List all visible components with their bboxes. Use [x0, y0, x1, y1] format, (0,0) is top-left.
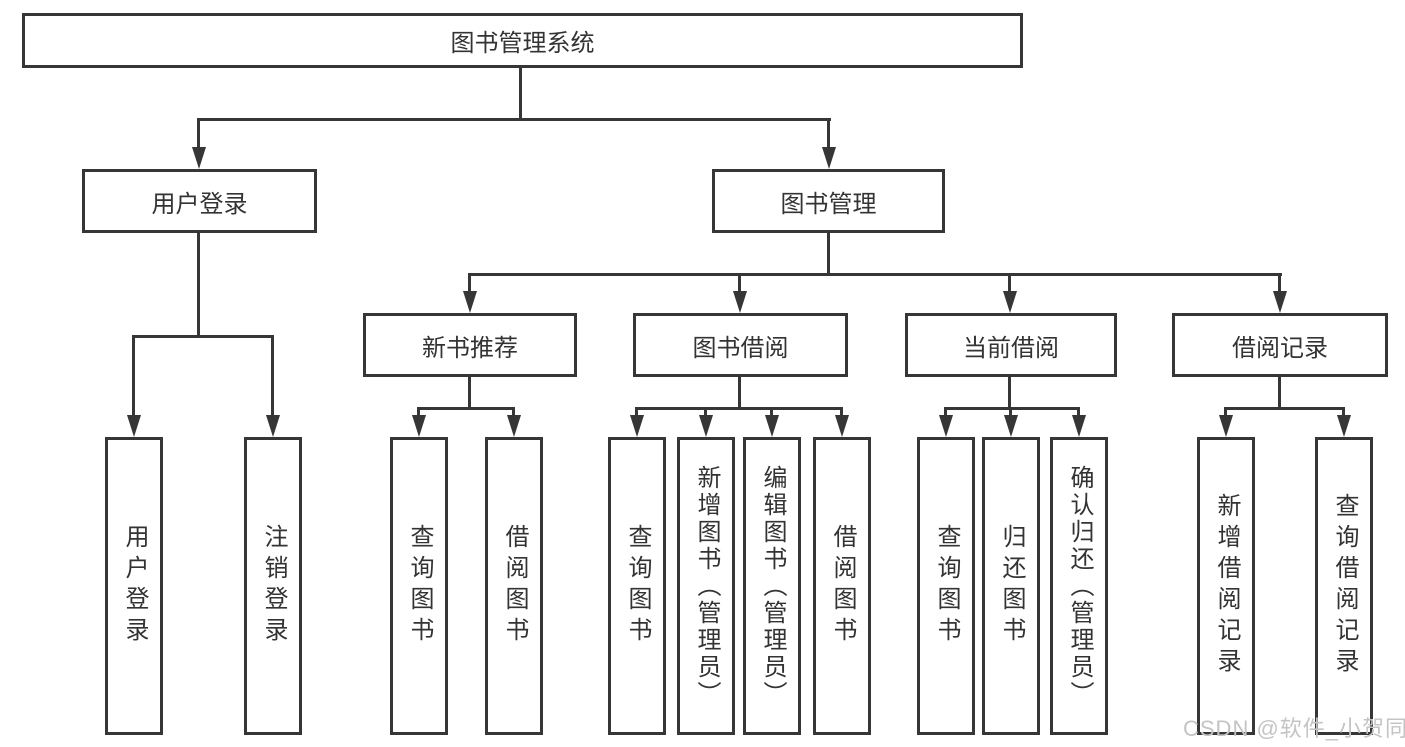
leaf-return-books-label: 归还图书	[998, 524, 1025, 648]
connector-borrow-records-stub	[1278, 377, 1281, 407]
leaf-borrow-books-1-label: 借阅图书	[501, 524, 528, 648]
node-book-management: 图书管理	[712, 169, 945, 233]
arrow-down-icon	[630, 415, 644, 437]
connector-book-borrow-stub	[738, 377, 741, 407]
arrow-down-icon	[733, 291, 747, 313]
leaf-return-books: 归还图书	[982, 437, 1040, 735]
node-book-borrow: 图书借阅	[633, 313, 848, 377]
leaf-borrow-books-2: 借阅图书	[813, 437, 871, 735]
node-current-borrow-label: 当前借阅	[963, 334, 1059, 362]
leaf-confirm-return-admin: 确认归还（管理员）	[1050, 437, 1108, 735]
arrow-down-icon	[699, 415, 713, 437]
connector-current-borrow-rail	[944, 407, 1080, 410]
connector-drop-level3	[1008, 273, 1011, 293]
node-new-book-recommend-label: 新书推荐	[422, 334, 518, 362]
connector-drop-level3	[1278, 273, 1281, 293]
connector-user-login-rail	[132, 335, 274, 338]
node-book-management-label: 图书管理	[780, 190, 877, 218]
connector-drop-leaf	[944, 407, 947, 417]
leaf-add-borrow-record-label: 新增借阅记录	[1213, 493, 1240, 679]
connector-drop-leaf	[271, 335, 274, 417]
csdn-watermark: CSDN @软件_小贺同学	[1183, 716, 1405, 741]
connector-drop-leaf	[417, 407, 420, 417]
connector-drop-leaf	[512, 407, 515, 417]
arrow-down-icon	[1004, 415, 1018, 437]
arrow-down-icon	[1003, 291, 1017, 313]
arrow-down-icon	[1337, 415, 1351, 437]
connector-book-management-stub	[827, 233, 830, 273]
connector-drop-leaf	[1009, 407, 1012, 417]
leaf-confirm-return-admin-label: 确认归还（管理员）	[1066, 464, 1093, 708]
leaf-query-books-1-label: 查询图书	[406, 524, 433, 648]
arrow-down-icon	[765, 415, 779, 437]
leaf-edit-books-admin-label: 编辑图书（管理员）	[759, 464, 786, 708]
node-user-login-label: 用户登录	[151, 190, 248, 218]
leaf-borrow-books-2-label: 借阅图书	[829, 524, 856, 648]
connector-drop-level3	[468, 273, 471, 293]
arrow-down-icon	[1219, 415, 1233, 437]
arrow-down-icon	[192, 147, 206, 169]
connector-drop-user-login	[197, 118, 200, 150]
connector-drop-leaf	[1342, 407, 1345, 417]
leaf-query-books-3-label: 查询图书	[933, 524, 960, 648]
connector-current-borrow-stub	[1008, 377, 1011, 407]
connector-new-book-rail	[417, 407, 515, 410]
arrow-down-icon	[127, 415, 141, 437]
node-user-login: 用户登录	[82, 169, 317, 233]
connector-drop-leaf	[1224, 407, 1227, 417]
node-borrow-records-label: 借阅记录	[1232, 334, 1328, 362]
connector-drop-level3	[738, 273, 741, 293]
connector-drop-leaf	[770, 407, 773, 417]
leaf-borrow-books-1: 借阅图书	[485, 437, 543, 735]
leaf-logout-label: 注销登录	[260, 524, 287, 648]
leaf-add-borrow-record: 新增借阅记录	[1197, 437, 1255, 735]
arrow-down-icon	[822, 147, 836, 169]
connector-user-login-stub	[197, 233, 200, 335]
arrow-down-icon	[835, 415, 849, 437]
node-book-borrow-label: 图书借阅	[692, 334, 789, 362]
arrow-down-icon	[266, 415, 280, 437]
connector-borrow-records-rail	[1224, 407, 1344, 410]
connector-drop-leaf	[635, 407, 638, 417]
connector-new-book-stub	[468, 377, 471, 407]
node-new-book-recommend: 新书推荐	[363, 313, 577, 377]
leaf-add-books-admin: 新增图书（管理员）	[677, 437, 735, 735]
leaf-logout: 注销登录	[244, 437, 302, 735]
leaf-user-login-label: 用户登录	[121, 524, 148, 648]
leaf-add-books-admin-label: 新增图书（管理员）	[693, 464, 720, 708]
node-current-borrow: 当前借阅	[905, 313, 1117, 377]
node-root: 图书管理系统	[22, 13, 1023, 68]
connector-level2-rail	[468, 273, 1282, 276]
leaf-query-books-1: 查询图书	[390, 437, 448, 735]
arrow-down-icon	[939, 415, 953, 437]
leaf-query-books-2: 查询图书	[608, 437, 666, 735]
leaf-user-login: 用户登录	[105, 437, 163, 735]
arrow-down-icon	[463, 291, 477, 313]
node-borrow-records: 借阅记录	[1172, 313, 1388, 377]
leaf-query-books-2-label: 查询图书	[624, 524, 651, 648]
connector-drop-leaf	[1077, 407, 1080, 417]
arrow-down-icon	[1072, 415, 1086, 437]
arrow-down-icon	[507, 415, 521, 437]
connector-level1-rail	[197, 118, 831, 121]
connector-drop-leaf	[840, 407, 843, 417]
arrow-down-icon	[1273, 291, 1287, 313]
connector-root-stub	[519, 68, 522, 118]
connector-drop-leaf	[132, 335, 135, 417]
leaf-query-borrow-record-label: 查询借阅记录	[1331, 493, 1358, 679]
leaf-query-books-3: 查询图书	[917, 437, 975, 735]
connector-drop-leaf	[704, 407, 707, 417]
arrow-down-icon	[412, 415, 426, 437]
leaf-query-borrow-record: 查询借阅记录	[1315, 437, 1373, 735]
connector-drop-book-management	[827, 118, 830, 150]
connector-book-borrow-rail	[635, 407, 843, 410]
leaf-edit-books-admin: 编辑图书（管理员）	[743, 437, 801, 735]
node-root-label: 图书管理系统	[450, 30, 595, 57]
